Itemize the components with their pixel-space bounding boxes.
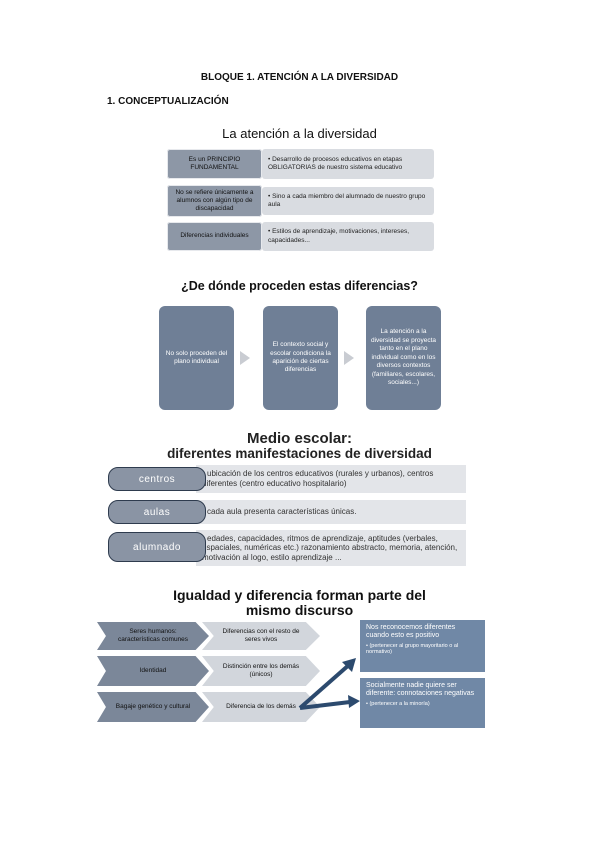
- document-title: BLOQUE 1. ATENCIÓN A LA DIVERSIDAD: [200, 72, 399, 83]
- diagram4-outcome1-title: Nos reconocemos diferentes cuando esto e…: [366, 624, 456, 640]
- diagram4-row2-left: Identidad: [97, 656, 209, 686]
- diagram4-row3-left: Bagaje genético y cultural: [97, 692, 209, 722]
- diagram3-title-line2: diferentes manifestaciones de diversidad: [167, 446, 432, 461]
- diagram4-outcome2: Socialmente nadie quiere ser diferente: …: [360, 678, 485, 728]
- diagram1-row1-label: Es un PRINCIPIO FUNDAMENTAL: [167, 149, 262, 179]
- diagram4-outcome2-sub: • (pertenecer a la minoría): [366, 701, 430, 708]
- diagram1-title: La atención a la diversidad: [222, 126, 377, 141]
- diagram4-outcome1-sub: • (pertenecer al grupo mayoritario o al …: [366, 643, 459, 656]
- diagram4-outcome1: Nos reconocemos diferentes cuando esto e…: [360, 620, 485, 672]
- diagram4-row1-left: Seres humanos: características comunes: [97, 622, 209, 650]
- diagram2-box2: El contexto social y escolar condiciona …: [263, 306, 338, 410]
- arrow-right-icon: [344, 351, 354, 365]
- diagram3-row2-text: • cada aula presenta características úni…: [196, 500, 466, 524]
- diagram1-row3-text: • Estilos de aprendizaje, motivaciones, …: [262, 222, 434, 251]
- arrow-right-icon: [240, 351, 250, 365]
- diagram4-row1-right: Diferencias con el resto de seres vivos: [202, 622, 320, 650]
- diagram4-row2-right: Distinción entre los demás (únicos): [202, 656, 320, 686]
- connector-arrows-icon: [298, 658, 360, 710]
- diagram2-title: ¿De dónde proceden estas diferencias?: [181, 279, 418, 293]
- diagram3-row2-label: aulas: [108, 500, 206, 524]
- diagram2-box1: No solo proceden del plano individual: [159, 306, 234, 410]
- diagram3-row3-label: alumnado: [108, 532, 206, 562]
- diagram3-row3-text: • edades, capacidades, ritmos de aprendi…: [196, 530, 466, 566]
- diagram3-title-line1: Medio escolar:: [246, 430, 353, 447]
- section-heading: 1. CONCEPTUALIZACIÓN: [107, 96, 229, 107]
- diagram3-row1-label: centros: [108, 467, 206, 491]
- diagram1-row3-label: Diferencias individuales: [167, 222, 262, 251]
- diagram4-title-line1: Igualdad y diferencia forman parte del: [173, 587, 426, 603]
- diagram2-box3: La atención a la diversidad se proyecta …: [366, 306, 441, 410]
- diagram3-row1-text: • ubicación de los centros educativos (r…: [196, 465, 466, 493]
- diagram4-title-line2: mismo discurso: [245, 602, 354, 618]
- diagram1-row2-label: No se refiere únicamente a alumnos con a…: [167, 185, 262, 217]
- diagram1-row1-text: • Desarrollo de procesos educativos en e…: [262, 149, 434, 179]
- diagram4-outcome2-title: Socialmente nadie quiere ser diferente: …: [366, 682, 475, 698]
- diagram1-row2-text: • Sino a cada miembro del alumnado de nu…: [262, 187, 434, 215]
